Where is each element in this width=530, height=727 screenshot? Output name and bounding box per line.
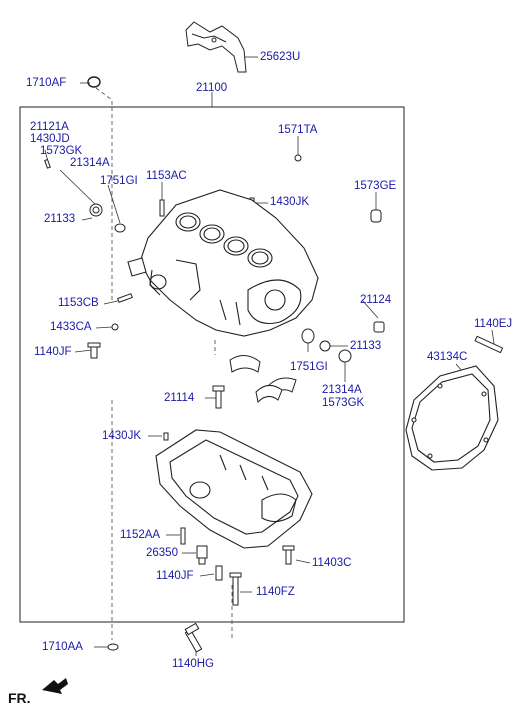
small-fasteners — [45, 155, 503, 652]
label-frame-21100: 21100 — [196, 82, 228, 94]
label-1573ge: 1573GE — [354, 180, 397, 192]
label-43134c: 43134C — [427, 351, 468, 363]
cylinder-block — [128, 190, 318, 336]
label-21114: 21114 — [164, 392, 195, 404]
label-1710af: 1710AF — [26, 77, 67, 89]
bearing-caps — [230, 355, 296, 402]
label-1140jf-bottom: 1140JF — [156, 570, 194, 582]
label-1430jk-top: 1430JK — [270, 196, 310, 208]
label-25623u: 25623U — [260, 51, 301, 63]
label-1571ta: 1571TA — [278, 124, 318, 136]
label-1751gi-bottom: 1751GI — [290, 361, 328, 373]
gasket-strip-25623u — [186, 22, 246, 72]
label-1140fz: 1140FZ — [256, 586, 295, 598]
label-1751gi-top: 1751GI — [100, 175, 138, 187]
label-1430jd: 1430JD — [30, 133, 70, 145]
label-1573gk-top: 1573GK — [40, 145, 83, 157]
label-1140hg: 1140HG — [172, 658, 214, 670]
front-direction-arrow — [42, 678, 68, 694]
label-1430jk-bottom: 1430JK — [102, 430, 142, 442]
label-21124: 21124 — [360, 294, 392, 306]
label-21133-right: 21133 — [350, 340, 382, 352]
label-1573gk-bottom: 1573GK — [322, 397, 365, 409]
label-1710aa: 1710AA — [42, 641, 83, 653]
label-21314a-top: 21314A — [70, 157, 110, 169]
o-ring-1710af — [88, 77, 100, 87]
label-1153ac: 1153AC — [146, 170, 187, 182]
label-1140jf-top: 1140JF — [34, 346, 72, 358]
label-21133-left: 21133 — [44, 213, 76, 225]
label-1433ca: 1433CA — [50, 321, 92, 333]
label-1152aa: 1152AA — [120, 529, 161, 541]
front-direction-label: FR. — [8, 690, 31, 706]
label-21121a: 21121A — [30, 121, 69, 133]
transmission-gasket-43134c — [406, 366, 498, 470]
label-26350: 26350 — [146, 547, 178, 559]
oil-pan-ladder — [156, 430, 312, 548]
assembly-frame — [20, 107, 404, 622]
label-11403c: 11403C — [312, 557, 352, 569]
label-1140ej: 1140EJ — [474, 318, 513, 330]
label-21314a-bottom: 21314A — [322, 384, 362, 396]
label-1153cb: 1153CB — [58, 297, 99, 309]
